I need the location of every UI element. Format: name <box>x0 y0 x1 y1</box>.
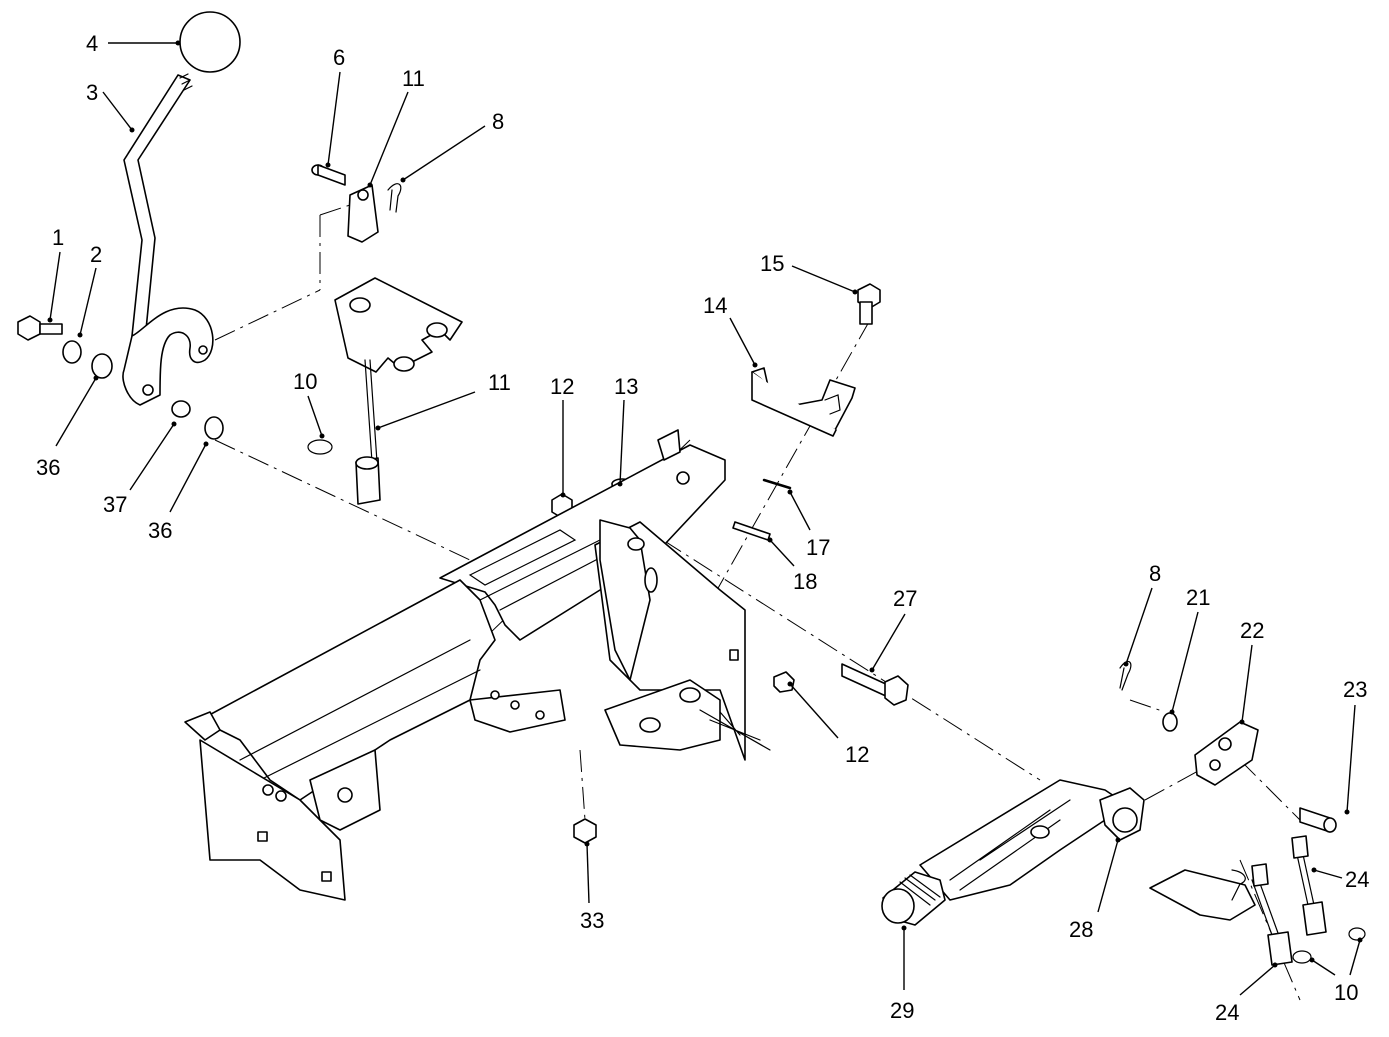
washer-36-left <box>91 353 113 379</box>
shift-knob <box>179 11 241 73</box>
rod-24-lower <box>1251 863 1293 966</box>
callout-12-upper: 12 <box>550 374 574 399</box>
key-18 <box>732 521 771 541</box>
washer-21 <box>1162 712 1178 732</box>
callout-6: 6 <box>333 45 345 70</box>
callout-8-lower: 8 <box>1149 561 1161 586</box>
washer-36-right <box>204 416 224 440</box>
callout-28: 28 <box>1069 917 1093 942</box>
clevis-11-upper <box>347 184 379 243</box>
leader-lines <box>47 40 1363 996</box>
callout-29: 29 <box>890 998 914 1023</box>
callout-17: 17 <box>806 535 830 560</box>
bracket-14 <box>751 367 856 437</box>
callout-3: 3 <box>86 80 98 105</box>
clevis-pin-6 <box>311 164 346 186</box>
pivot-bracket-22 <box>1194 721 1259 786</box>
pin-17 <box>762 478 792 490</box>
callout-15: 15 <box>760 251 784 276</box>
callout-4: 4 <box>86 31 98 56</box>
callout-24-upper: 24 <box>1345 867 1369 892</box>
lift-handle-28 <box>919 779 1145 901</box>
callout-21: 21 <box>1186 585 1210 610</box>
bushing-37 <box>171 400 191 418</box>
pin-23 <box>1299 807 1337 833</box>
shift-lever <box>122 73 214 406</box>
callout-18: 18 <box>793 569 817 594</box>
callout-10-left: 10 <box>293 369 317 394</box>
callout-23: 23 <box>1343 677 1367 702</box>
nut-12-lower <box>773 671 795 693</box>
clip-10-right-b <box>1292 950 1312 964</box>
callout-1: 1 <box>52 225 64 250</box>
clip-10-right-a <box>1348 927 1366 941</box>
callout-27: 27 <box>893 586 917 611</box>
callout-36-left: 36 <box>36 455 60 480</box>
callout-36-right: 36 <box>148 518 172 543</box>
callout-24-lower: 24 <box>1215 1000 1239 1025</box>
bolt-15 <box>857 283 881 325</box>
shift-rod-11 <box>355 359 381 505</box>
rod-24-upper <box>1291 835 1327 936</box>
callout-12-lower: 12 <box>845 742 869 767</box>
bolt-27 <box>841 663 909 706</box>
bolt-1 <box>17 315 63 341</box>
grip-29 <box>881 871 946 926</box>
callout-11-lower: 11 <box>488 370 511 395</box>
callout-8-upper: 8 <box>492 109 504 134</box>
lower-plate <box>1149 869 1256 921</box>
cotter-pin-8-lower <box>1119 660 1132 691</box>
callout-2: 2 <box>90 242 102 267</box>
clip-10-left <box>307 439 333 455</box>
shift-gate-plate <box>334 277 463 373</box>
callout-11-upper: 11 <box>402 66 425 91</box>
washer-2 <box>62 340 82 364</box>
nut-33 <box>573 818 597 844</box>
callout-37: 37 <box>103 492 127 517</box>
frame-assembly <box>184 429 771 901</box>
callout-14: 14 <box>703 293 727 318</box>
callout-22: 22 <box>1240 618 1264 643</box>
callout-labels: 4 3 6 11 8 1 2 36 37 36 10 11 12 13 15 1… <box>36 31 1369 1025</box>
cotter-pin-8-upper <box>387 183 402 213</box>
callout-13: 13 <box>614 374 638 399</box>
callout-33: 33 <box>580 908 604 933</box>
callout-10-right: 10 <box>1334 980 1358 1005</box>
